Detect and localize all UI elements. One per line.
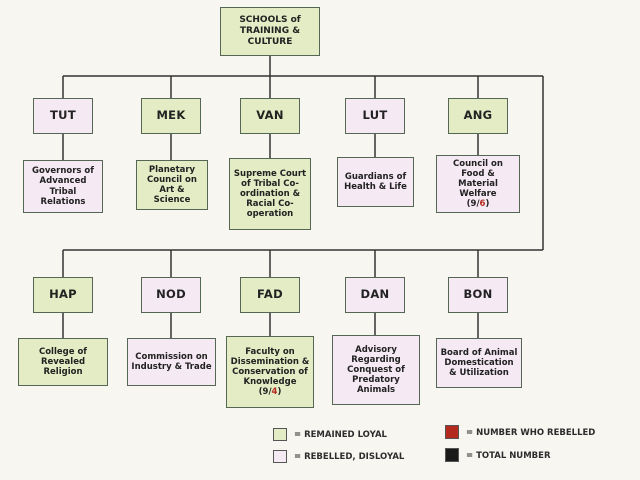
desc-box-ang: Council on Food & Material Welfare (9/6) (436, 155, 520, 213)
code-label: HAP (49, 287, 77, 302)
code-label: BON (463, 287, 493, 302)
code-label: TUT (50, 108, 76, 123)
root-box: SCHOOLS of TRAINING & CULTURE (220, 7, 320, 56)
code-box-mek: MEK (141, 98, 201, 134)
code-label: LUT (362, 108, 388, 123)
legend-total-label: = TOTAL NUMBER (466, 451, 551, 461)
code-box-bon: BON (448, 277, 508, 313)
desc-label: Advisory Regarding Conquest of Predatory… (347, 344, 405, 396)
total-number: 9 (470, 199, 477, 210)
code-label: MEK (156, 108, 186, 123)
legend-rebelled-swatch (445, 425, 459, 439)
desc-label: Board of Animal Domestication & Utilizat… (440, 347, 518, 379)
code-label: DAN (360, 287, 390, 302)
code-box-tut: TUT (33, 98, 93, 134)
code-box-ang: ANG (448, 98, 508, 134)
legend-total-swatch (445, 448, 459, 462)
desc-box-lut: Guardians of Health & Life (337, 157, 414, 207)
code-label: VAN (256, 108, 284, 123)
desc-box-hap: College of Revealed Religion (18, 338, 108, 386)
desc-label: Faculty on Dissemination & Conservation … (230, 346, 310, 388)
desc-box-tut: Governors of Advanced Tribal Relations (23, 160, 103, 213)
code-box-dan: DAN (345, 277, 405, 313)
legend-rebel-label: = REBELLED, DISLOYAL (294, 452, 405, 462)
legend-loyal-label: = REMAINED LOYAL (294, 430, 387, 440)
desc-label: Supreme Court of Tribal Co-ordination & … (233, 168, 307, 220)
code-box-hap: HAP (33, 277, 93, 313)
code-box-fad: FAD (240, 277, 300, 313)
desc-label: Governors of Advanced Tribal Relations (32, 166, 94, 207)
desc-label: College of Revealed Religion (38, 346, 88, 378)
desc-box-bon: Board of Animal Domestication & Utilizat… (436, 338, 522, 388)
total-number: 9 (262, 387, 269, 398)
rebel-count: (9/6) (466, 199, 490, 210)
code-label: ANG (463, 108, 493, 123)
code-box-nod: NOD (141, 277, 201, 313)
root-label: SCHOOLS of TRAINING & CULTURE (239, 14, 301, 48)
desc-label: Commission on Industry & Trade (131, 351, 212, 372)
code-box-lut: LUT (345, 98, 405, 134)
legend-rebel-swatch (273, 450, 287, 463)
rebel-count: (9/4) (258, 387, 282, 398)
desc-label: Council on Food & Material Welfare (453, 158, 503, 200)
code-label: FAD (257, 287, 283, 302)
legend-loyal-swatch (273, 428, 287, 441)
desc-box-dan: Advisory Regarding Conquest of Predatory… (332, 335, 420, 405)
desc-box-nod: Commission on Industry & Trade (127, 338, 216, 386)
desc-label: Planetary Council on Art & Science (147, 164, 197, 206)
code-label: NOD (156, 287, 186, 302)
desc-box-mek: Planetary Council on Art & Science (136, 160, 208, 210)
number-rebelled: 6 (479, 199, 486, 210)
desc-box-van: Supreme Court of Tribal Co-ordination & … (229, 158, 311, 230)
desc-label: Guardians of Health & Life (344, 171, 407, 192)
number-rebelled: 4 (271, 387, 278, 398)
desc-box-fad: Faculty on Dissemination & Conservation … (226, 336, 314, 408)
code-box-van: VAN (240, 98, 300, 134)
legend-rebelled-label: = NUMBER WHO REBELLED (466, 428, 596, 438)
